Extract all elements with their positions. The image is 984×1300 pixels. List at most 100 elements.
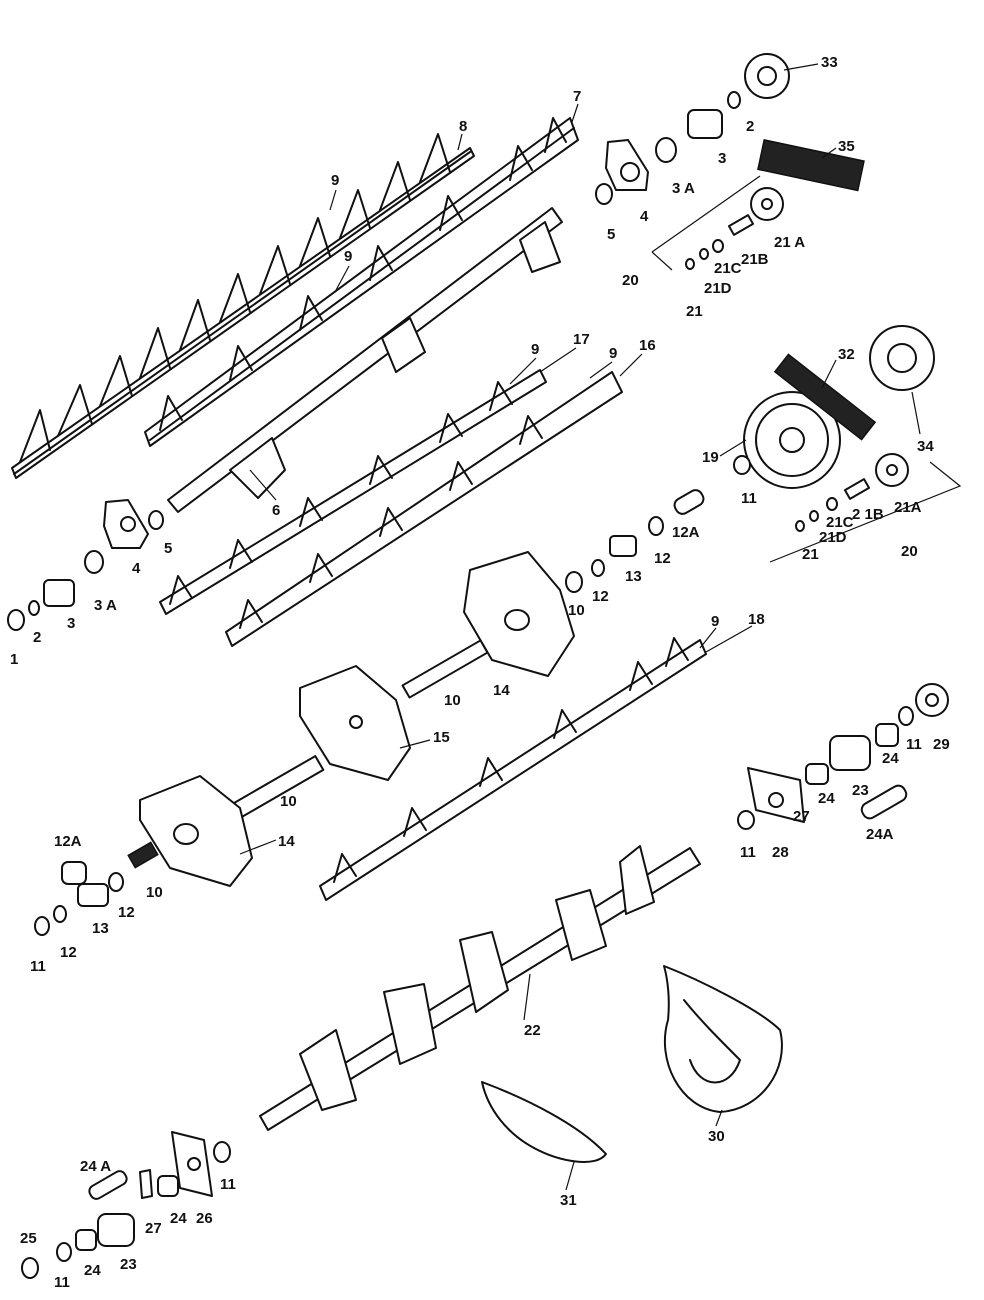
callout-29: 29 — [933, 736, 950, 753]
callout-20: 20 — [901, 543, 918, 560]
kit-20-mid — [769, 453, 962, 563]
callout-20: 20 — [622, 272, 639, 289]
callout-11: 11 — [220, 1176, 236, 1193]
callout-3a: 3 A — [672, 180, 695, 197]
bottom-left-parts — [21, 1131, 231, 1279]
callout-9: 9 — [344, 248, 352, 265]
angle-bar-16 — [225, 371, 623, 647]
callout-25: 25 — [20, 1230, 37, 1247]
callout-12a: 12A — [672, 524, 700, 541]
callout-3: 3 — [67, 615, 75, 632]
shaft-10-upper — [401, 639, 489, 699]
washer-11-mid — [733, 455, 751, 475]
callout-14: 14 — [493, 682, 510, 699]
callout-2: 2 — [33, 629, 41, 646]
guard-30 — [663, 965, 783, 1113]
callout-13: 13 — [92, 920, 109, 937]
plate-15 — [299, 665, 411, 781]
callout-21c: 21C — [714, 260, 742, 277]
callout-12: 12 — [60, 944, 77, 961]
callout-24: 24 — [818, 790, 835, 807]
callout-11: 11 — [906, 736, 922, 753]
callout-4: 4 — [640, 208, 649, 225]
callout-10: 10 — [568, 602, 585, 619]
callout-4: 4 — [132, 560, 141, 577]
callout-10: 10 — [146, 884, 163, 901]
callout-24a: 24 A — [80, 1158, 111, 1175]
callout-10: 10 — [280, 793, 297, 810]
callout-11: 11 — [54, 1274, 70, 1291]
callout-12a: 12A — [54, 833, 82, 850]
sprocket-19 — [743, 391, 841, 489]
plate-14-low — [139, 775, 253, 887]
right-parts — [737, 683, 949, 830]
callout-1: 1 — [10, 651, 18, 668]
callout-2: 2 — [746, 118, 754, 135]
callout-27: 27 — [145, 1220, 162, 1237]
callout-8: 8 — [459, 118, 467, 135]
callout-21b: 2 1B — [852, 506, 884, 523]
angle-bar-7 — [144, 117, 579, 447]
angle-bar-18 — [319, 637, 707, 901]
callout-24: 24 — [170, 1210, 187, 1227]
callout-15: 15 — [433, 729, 450, 746]
callout-30: 30 — [708, 1128, 725, 1145]
callout-21b: 21B — [741, 251, 769, 268]
callout-9: 9 — [711, 613, 719, 630]
callout-19: 19 — [702, 449, 719, 466]
callout-24: 24 — [882, 750, 899, 767]
angle-bar-17 — [159, 369, 547, 615]
callout-21a: 21 A — [774, 234, 805, 251]
callout-35: 35 — [838, 138, 855, 155]
shaft-assembly-22 — [259, 845, 701, 1131]
callout-7: 7 — [573, 88, 581, 105]
callout-21a: 21A — [894, 499, 922, 516]
callout-21c: 21C — [826, 514, 854, 531]
callout-18: 18 — [748, 611, 765, 628]
left-parts — [7, 499, 164, 631]
callout-6: 6 — [272, 502, 280, 519]
callout-24a: 24A — [866, 826, 894, 843]
callout-5: 5 — [607, 226, 615, 243]
lower-left-parts — [34, 841, 159, 936]
callout-28: 28 — [772, 844, 789, 861]
callout-16: 16 — [639, 337, 656, 354]
callout-12: 12 — [654, 550, 671, 567]
callout-22: 22 — [524, 1022, 541, 1039]
callout-12: 12 — [592, 588, 609, 605]
callout-17: 17 — [573, 331, 590, 348]
callout-11: 11 — [741, 490, 757, 507]
callout-5: 5 — [164, 540, 172, 557]
callout-13: 13 — [625, 568, 642, 585]
callout-31: 31 — [560, 1192, 577, 1209]
shaft-10-lower — [227, 755, 325, 821]
callout-labels: 7 8 9 9 33 2 3 35 3 A 4 5 21 A 21B 21C 2… — [10, 54, 950, 1291]
angle-bar-8 — [11, 133, 475, 479]
callout-3: 3 — [718, 150, 726, 167]
shaft-6 — [167, 207, 563, 513]
callout-26: 26 — [196, 1210, 213, 1227]
callout-27: 27 — [793, 808, 810, 825]
callout-14: 14 — [278, 833, 295, 850]
callout-9: 9 — [609, 345, 617, 362]
chain-32 — [773, 353, 877, 441]
kit-20-top — [651, 175, 784, 271]
leader-lines — [239, 63, 921, 1191]
plate-14-mid — [463, 489, 705, 677]
callout-21d: 21D — [704, 280, 732, 297]
callout-9: 9 — [531, 341, 539, 358]
callout-12: 12 — [118, 904, 135, 921]
upper-right-parts — [595, 53, 865, 205]
callout-9: 9 — [331, 172, 339, 189]
callout-3a: 3 A — [94, 597, 117, 614]
callout-21d: 21D — [819, 529, 847, 546]
callout-11: 11 — [30, 958, 46, 975]
callout-10: 10 — [444, 692, 461, 709]
plate-31 — [481, 1081, 607, 1163]
callout-33: 33 — [821, 54, 838, 71]
callout-21: 21 — [802, 546, 819, 563]
sprocket-34 — [869, 325, 935, 391]
callout-34: 34 — [917, 438, 934, 455]
callout-11: 11 — [740, 844, 756, 861]
